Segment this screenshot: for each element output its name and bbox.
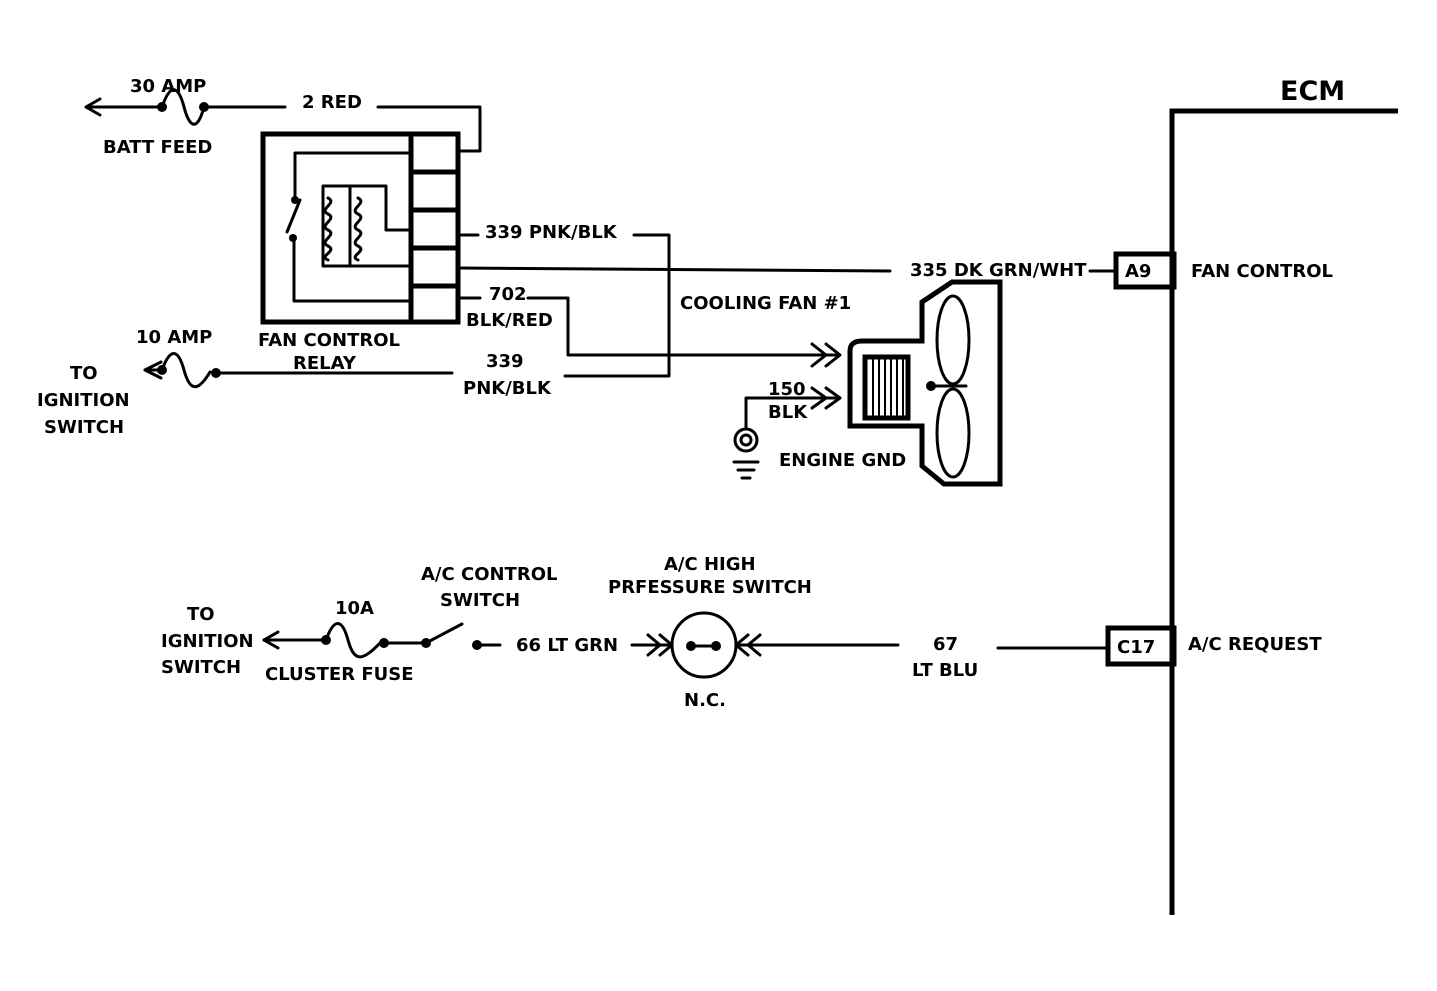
ecm-label: ECM: [1280, 76, 1345, 107]
cooling-fan-motor: [847, 279, 1003, 487]
wire-335-dk-grn-wht: [456, 266, 1118, 273]
to-ignition-2-line1: TO: [187, 604, 215, 625]
c17-pin-label: C17: [1117, 637, 1155, 658]
wire-335-label: 335 DK GRN/WHT: [910, 260, 1087, 281]
wire-150-label: 150: [768, 379, 806, 400]
to-ignition-1-line2: IGNITION: [37, 390, 130, 411]
batt-feed-label: BATT FEED: [103, 137, 212, 158]
ac-request-label: A/C REQUEST: [1188, 634, 1322, 655]
cooling-fan-label: COOLING FAN #1: [680, 293, 851, 314]
wire-lt-blu-label: LT BLU: [912, 660, 978, 681]
ecm-module: [1105, 108, 1398, 915]
wire-702-label: 702: [489, 284, 527, 305]
ac-high-pressure-line2: PRFESSURE SWITCH: [608, 577, 812, 598]
a9-pin-label: A9: [1125, 261, 1151, 282]
wire-339-top-label: 339 PNK/BLK: [485, 222, 618, 243]
wire-339-pnk-blk: [456, 233, 671, 378]
wire-66-label: 66 LT GRN: [516, 635, 618, 656]
wire-67-label: 67: [933, 634, 958, 655]
to-ignition-1-line1: TO: [70, 363, 98, 384]
nc-label: N.C.: [684, 690, 726, 711]
engine-ground: [732, 386, 842, 480]
engine-gnd-label: ENGINE GND: [779, 450, 906, 471]
wire-339-bottom-label: 339: [486, 351, 524, 372]
ac-control-switch-line2: SWITCH: [440, 590, 520, 611]
wire-pnk-blk-bottom-label: PNK/BLK: [463, 378, 552, 399]
relay-label-line1: FAN CONTROL: [258, 330, 400, 351]
fuse-30amp-label: 30 AMP: [130, 76, 206, 97]
fuse-10amp-label: 10 AMP: [136, 327, 212, 348]
wire-blk-red-label: BLK/RED: [466, 310, 553, 331]
batt-feed-fuse: [84, 88, 482, 153]
ac-request-circuit: [262, 611, 1110, 679]
ignition-fuse-10amp: [143, 352, 454, 389]
to-ignition-2-line2: IGNITION: [161, 631, 254, 652]
wire-blk-label: BLK: [768, 402, 808, 423]
wire-702-blk-red: [456, 296, 842, 368]
ac-control-switch-line1: A/C CONTROL: [421, 564, 557, 585]
ac-high-pressure-line1: A/C HIGH: [664, 554, 756, 575]
fuse-10a-label: 10A: [335, 598, 374, 619]
cluster-fuse-label: CLUSTER FUSE: [265, 664, 414, 685]
fan-control-label: FAN CONTROL: [1191, 261, 1333, 282]
to-ignition-1-line3: SWITCH: [44, 417, 124, 438]
to-ignition-2-line3: SWITCH: [161, 657, 241, 678]
relay-label-line2: RELAY: [293, 353, 357, 374]
wire-2-red-label: 2 RED: [302, 92, 362, 113]
fan-control-relay: [260, 131, 461, 325]
